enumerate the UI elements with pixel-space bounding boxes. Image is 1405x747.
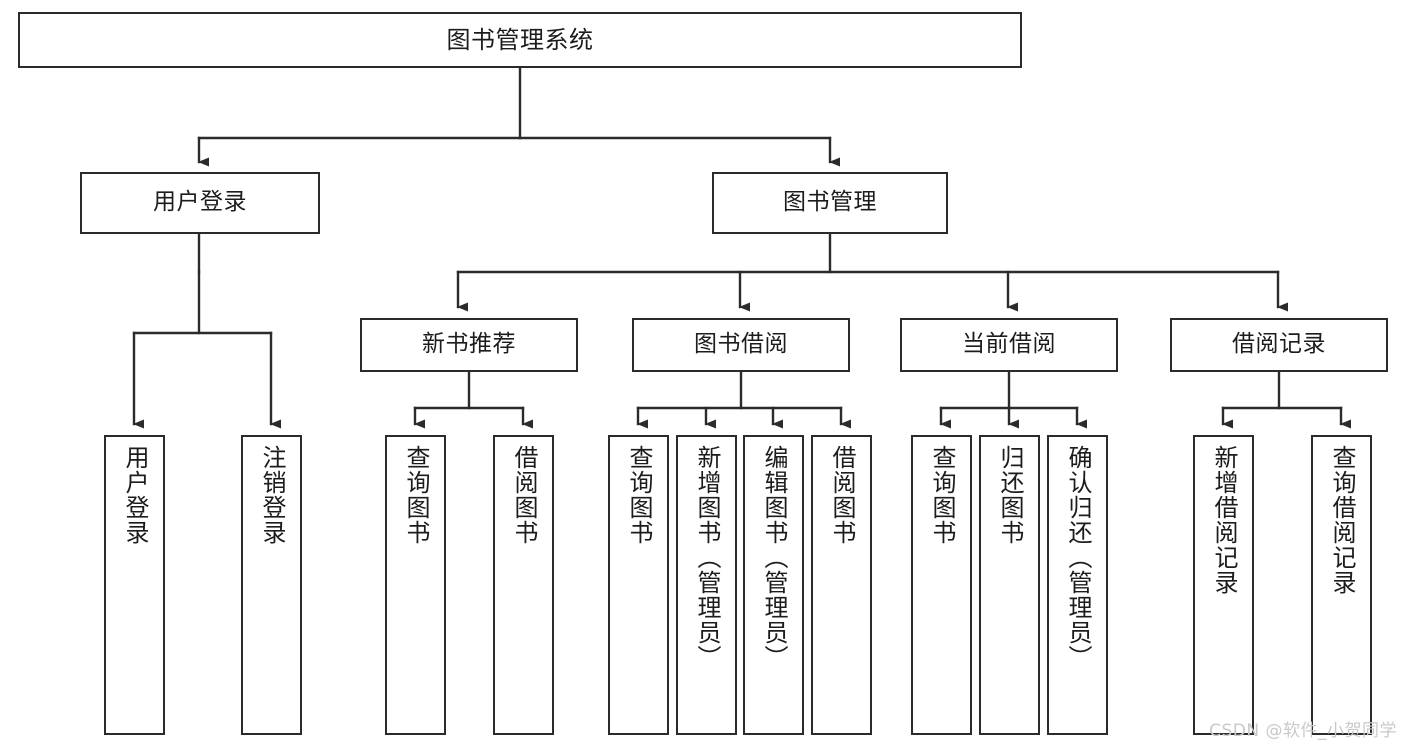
node-book-manage-label: 图书管理 (783, 189, 877, 216)
node-leaf-add-book-label: 新增图书（管理员） (692, 445, 721, 670)
node-root[interactable]: 图书管理系统 (18, 12, 1022, 68)
node-leaf-query-book-1-label: 查询图书 (401, 445, 430, 545)
node-leaf-query-book-3-label: 查询图书 (927, 445, 956, 545)
node-new-book-recommend-label: 新书推荐 (422, 331, 516, 358)
node-leaf-borrow-book-1[interactable]: 借阅图书 (493, 435, 554, 735)
node-leaf-user-login-label: 用户登录 (120, 445, 149, 545)
node-borrow-record-label: 借阅记录 (1232, 331, 1326, 358)
node-book-borrow-label: 图书借阅 (694, 331, 788, 358)
node-leaf-borrow-book-2-label: 借阅图书 (827, 445, 856, 545)
node-new-book-recommend[interactable]: 新书推荐 (360, 318, 578, 372)
node-current-borrow-label: 当前借阅 (962, 331, 1056, 358)
node-leaf-query-record[interactable]: 查询借阅记录 (1311, 435, 1372, 735)
node-borrow-record[interactable]: 借阅记录 (1170, 318, 1388, 372)
node-book-manage[interactable]: 图书管理 (712, 172, 948, 234)
node-leaf-logout-login-label: 注销登录 (257, 445, 286, 545)
node-leaf-query-book-2[interactable]: 查询图书 (608, 435, 669, 735)
node-leaf-edit-book-label: 编辑图书（管理员） (759, 445, 788, 670)
node-leaf-query-book-2-label: 查询图书 (624, 445, 653, 545)
node-leaf-borrow-book-1-label: 借阅图书 (509, 445, 538, 545)
node-leaf-logout-login[interactable]: 注销登录 (241, 435, 302, 735)
node-leaf-borrow-book-2[interactable]: 借阅图书 (811, 435, 872, 735)
node-current-borrow[interactable]: 当前借阅 (900, 318, 1118, 372)
node-leaf-confirm-return-label: 确认归还（管理员） (1063, 445, 1092, 670)
node-leaf-return-book[interactable]: 归还图书 (979, 435, 1040, 735)
node-leaf-query-book-1[interactable]: 查询图书 (385, 435, 446, 735)
node-leaf-user-login[interactable]: 用户登录 (104, 435, 165, 735)
node-book-borrow[interactable]: 图书借阅 (632, 318, 850, 372)
node-leaf-add-record[interactable]: 新增借阅记录 (1193, 435, 1254, 735)
node-leaf-edit-book[interactable]: 编辑图书（管理员） (743, 435, 804, 735)
node-leaf-query-record-label: 查询借阅记录 (1327, 445, 1356, 595)
node-root-label: 图书管理系统 (446, 25, 594, 54)
node-leaf-add-record-label: 新增借阅记录 (1209, 445, 1238, 595)
node-leaf-add-book[interactable]: 新增图书（管理员） (676, 435, 737, 735)
node-user-login-label: 用户登录 (153, 189, 247, 216)
node-leaf-confirm-return[interactable]: 确认归还（管理员） (1047, 435, 1108, 735)
node-leaf-query-book-3[interactable]: 查询图书 (911, 435, 972, 735)
node-user-login[interactable]: 用户登录 (80, 172, 320, 234)
node-leaf-return-book-label: 归还图书 (995, 445, 1024, 545)
